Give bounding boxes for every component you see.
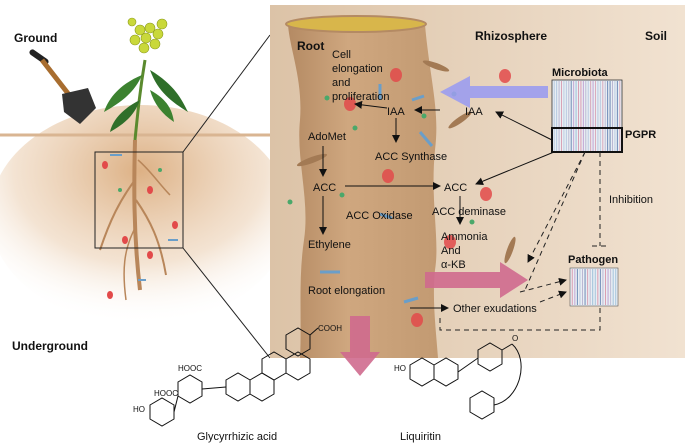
glycyrrhizic-acid-label: Glycyrrhizic acid: [197, 431, 277, 443]
underground-label: Underground: [12, 339, 88, 353]
cooh-label: COOH: [318, 324, 342, 333]
pathogen-label: Pathogen: [568, 254, 618, 266]
cell-elongation-l1: Cell: [332, 49, 351, 61]
pathway-arrows: [319, 100, 555, 312]
acc-deminase-label: ACC deminase: [432, 206, 506, 218]
soil-label: Soil: [645, 29, 667, 43]
o-label: O: [512, 334, 518, 343]
root-elongation-label: Root elongation: [308, 285, 385, 297]
acc-rhizo-label: ACC: [444, 182, 467, 194]
liquiritin-structure: [409, 342, 522, 420]
secretion-arrow: [340, 316, 380, 376]
left-microbes: [102, 154, 178, 299]
acc-oxidase-label: ACC Oxidase: [346, 210, 413, 222]
cell-elongation-l4: proliferation: [332, 91, 389, 103]
products-l3: α-KB: [441, 259, 466, 271]
acc-synthase-label: ACC Synthase: [375, 151, 447, 163]
dashed-links: [439, 151, 608, 331]
ho-liq-label: HO: [394, 364, 406, 373]
iaa-rhizo-label: IAA: [465, 106, 483, 118]
rhizosphere-label: Rhizosphere: [475, 29, 547, 43]
microbiota-label: Microbiota: [552, 67, 608, 79]
iaa-root-label: IAA: [387, 106, 405, 118]
zoom-box: [94, 151, 184, 249]
root-label: Root: [297, 39, 324, 53]
pathogen-heatmap: [569, 267, 619, 307]
glycyrrhizic-structure: [149, 327, 319, 427]
panel-microbes: [287, 60, 516, 327]
acc-root-label: ACC: [313, 182, 336, 194]
cell-elongation-l2: elongation: [332, 63, 383, 75]
products-l1: Ammonia: [441, 231, 488, 243]
root-trunk: [288, 25, 438, 358]
cell-elongation-l3: and: [332, 77, 350, 89]
products-l2: And: [441, 245, 461, 257]
ground-label: Ground: [14, 31, 57, 45]
hooc-label-1: HOOC: [178, 364, 202, 373]
zoom-line-top: [182, 34, 271, 153]
root-cap: [285, 15, 427, 33]
liquiritin-label: Liquiritin: [400, 431, 441, 443]
zoom-line-bottom: [182, 247, 271, 359]
other-exudations-label: Other exudations: [453, 303, 537, 315]
shovel-icon: [29, 49, 96, 124]
exudation-arrow: [425, 262, 528, 298]
hooc-label-2: HOOC: [154, 389, 178, 398]
plant-illustration: [99, 17, 188, 301]
microbiota-arrow: [440, 76, 548, 108]
microbiota-heatmap: [551, 79, 623, 153]
inhibition-label: Inhibition: [609, 194, 653, 206]
adomet-label: AdoMet: [308, 131, 346, 143]
ethylene-label: Ethylene: [308, 239, 351, 251]
ho-glyc-label: HO: [133, 405, 145, 414]
pgpr-label: PGPR: [625, 129, 656, 141]
